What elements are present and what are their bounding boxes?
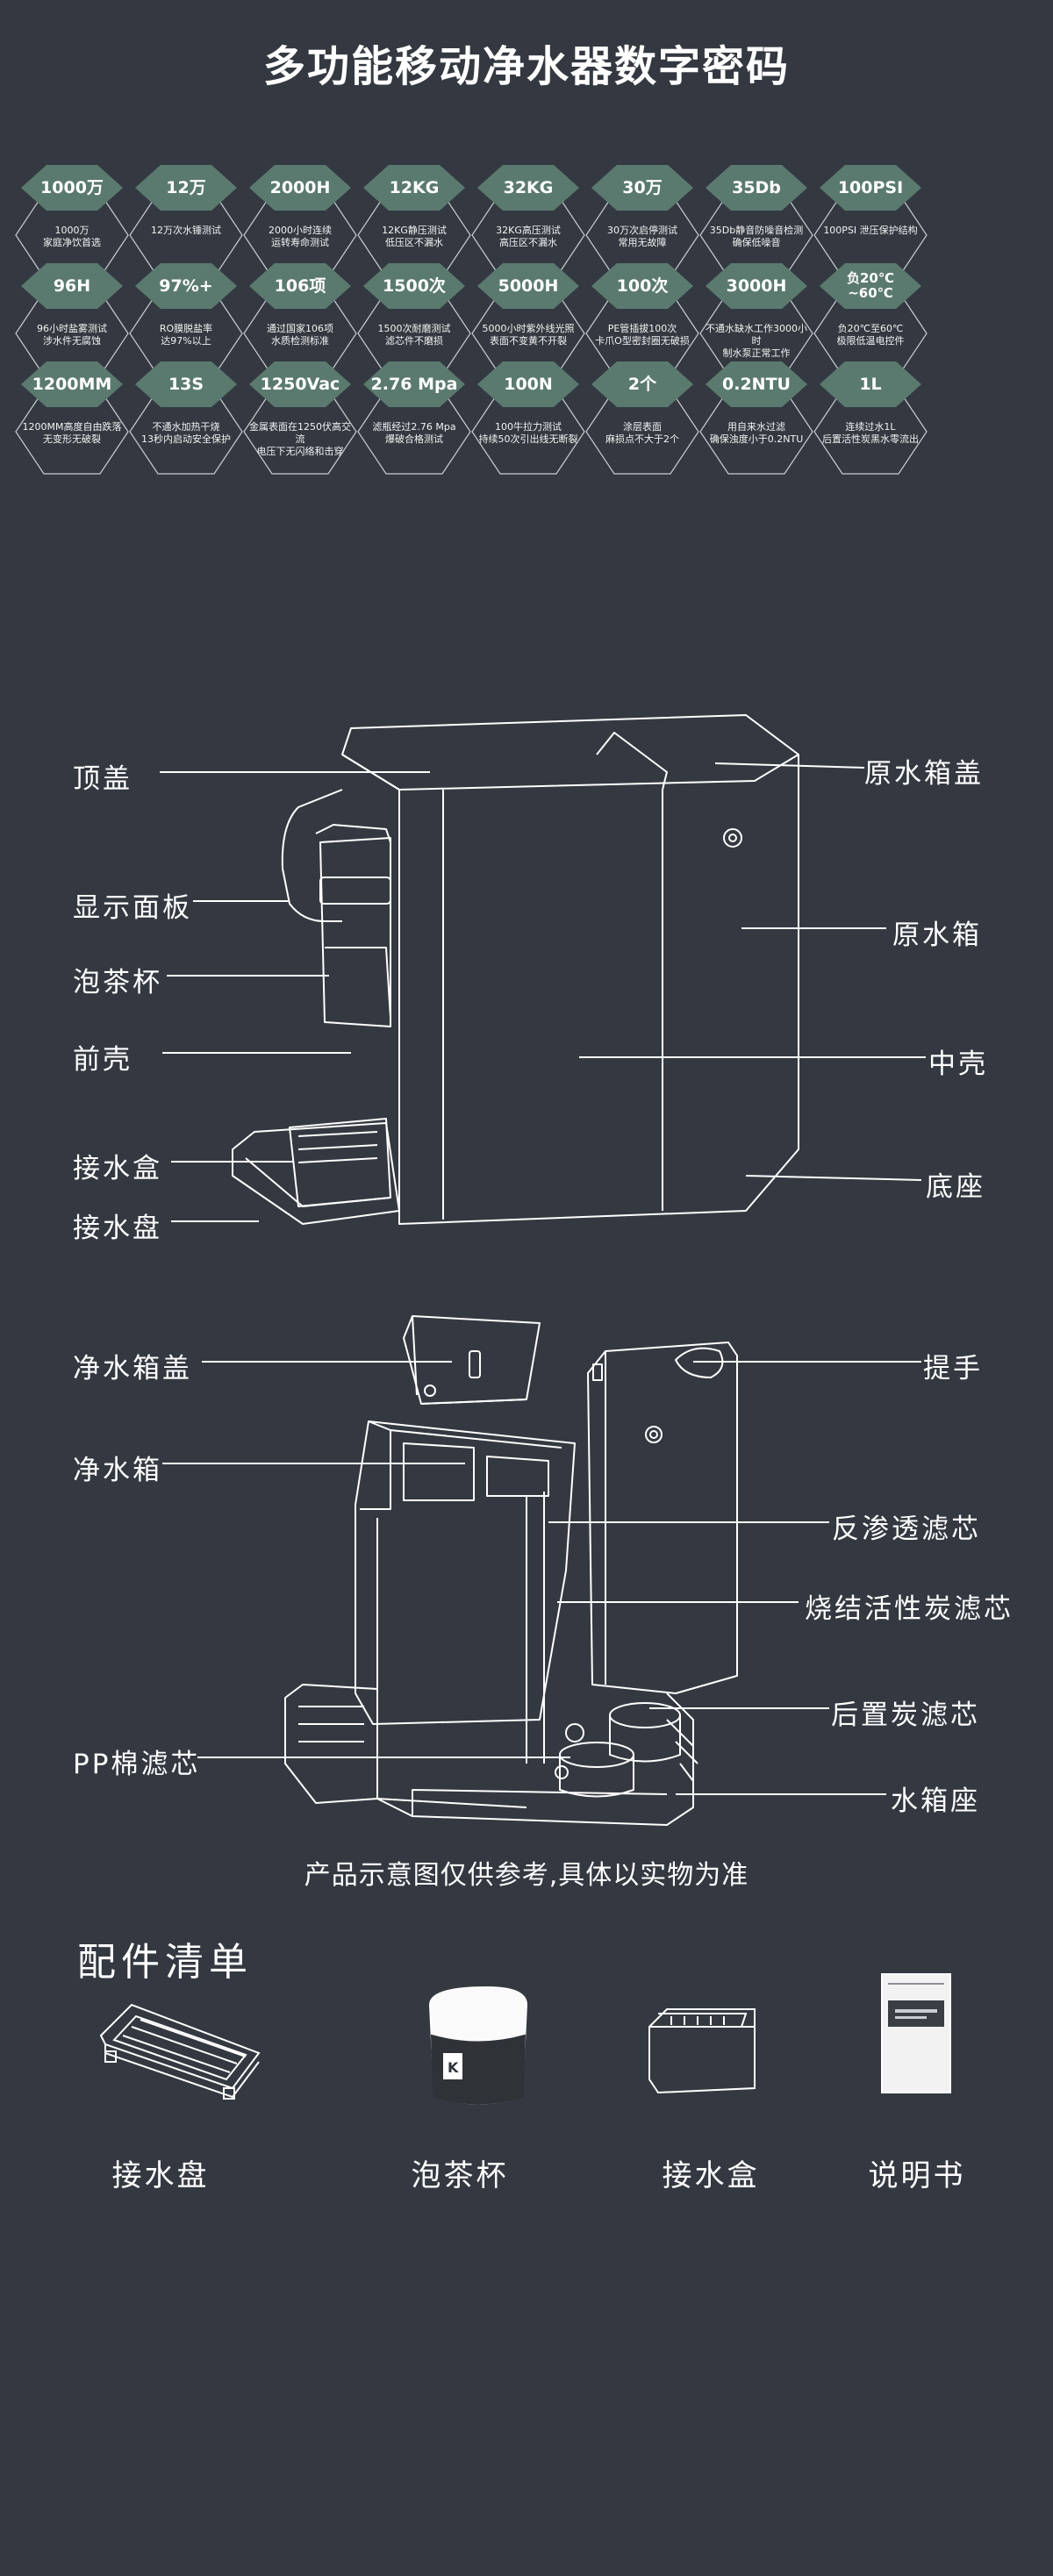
spec-description: 用自来水过滤确保浊度小于0.2NTU <box>709 421 804 445</box>
spec-description: 不通水缺水工作3000小时制水泵正常工作 <box>706 323 807 359</box>
label-drip-box: 接水盒 <box>73 1153 162 1184</box>
label-display-panel: 显示面板 <box>73 892 192 924</box>
accessory-label-tea-cup: 泡茶杯 <box>411 2158 509 2193</box>
spec-description: 1200MM高度自由跌落无变形无破裂 <box>22 421 122 445</box>
label-handle: 提手 <box>923 1353 983 1385</box>
label-pure-tank: 净水箱 <box>73 1455 162 1486</box>
spec-description: PE管插拔100次卡爪O型密封圈无破损 <box>595 323 690 347</box>
label-pure-tank-cover: 净水箱盖 <box>73 1353 192 1385</box>
spec-description: 100牛拉力测试持续50次引出线无断裂 <box>478 421 578 445</box>
label-tea-cup: 泡茶杯 <box>73 967 162 998</box>
spec-description: 100PSI 泄压保护结构 <box>823 225 918 236</box>
spec-description: 1000万家庭净饮首选 <box>43 225 101 248</box>
spec-description: 96小时盐雾测试涉水件无腐蚀 <box>37 323 107 347</box>
accessory-label-drip-tray: 接水盘 <box>111 2158 210 2193</box>
spec-description: 通过国家106项水质检测标准 <box>267 323 333 347</box>
accessory-label-drip-box: 接水盒 <box>662 2158 760 2193</box>
svg-text:K: K <box>448 2059 459 2076</box>
spec-description: 2000小时连续运转寿命测试 <box>269 225 332 248</box>
spec-description: 32KG高压测试高压区不漏水 <box>496 225 561 248</box>
label-pp-filter: PP棉滤芯 <box>73 1749 201 1780</box>
exploded-purifier-drawing <box>284 1315 738 1826</box>
spec-value: 12万 <box>135 165 237 211</box>
spec-description: 金属表面在1250伏高交流电压下无闪络和击穿 <box>249 421 351 457</box>
drip-tray-drawing <box>99 2003 261 2100</box>
label-raw-tank: 原水箱 <box>892 919 982 951</box>
label-front-shell: 前壳 <box>73 1044 133 1076</box>
label-tank-seat: 水箱座 <box>891 1785 980 1817</box>
spec-description: 1500次耐磨测试滤芯件不磨损 <box>377 323 451 347</box>
label-post-carbon: 后置炭滤芯 <box>831 1699 980 1731</box>
product-diagrams <box>160 714 926 1826</box>
spec-value: 2000H <box>249 165 351 211</box>
assembled-purifier-drawing <box>232 714 799 1225</box>
spec-description: 5000小时紫外线光照表面不变黄不开裂 <box>482 323 575 347</box>
label-base: 底座 <box>926 1171 985 1203</box>
leader-lines <box>160 762 926 1795</box>
label-carbon-filter: 烧结活性炭滤芯 <box>805 1593 1014 1625</box>
spec-description: 35Db静音防噪音检测确保低噪音 <box>709 225 804 248</box>
spec-description: 涂层表面麻损点不大于2个 <box>605 421 679 445</box>
label-top-cover: 顶盖 <box>73 763 133 795</box>
accessories-title: 配件清单 <box>77 1940 253 1985</box>
page-title: 多功能移动净水器数字密码 <box>262 42 790 91</box>
spec-description: 12KG静压测试低压区不漏水 <box>382 225 447 248</box>
spec-description: RO膜脱盐率达97%以上 <box>159 323 213 347</box>
spec-value: 1000万 <box>21 165 123 211</box>
accessory-drawings: K <box>99 1973 951 2105</box>
label-ro-filter: 反渗透滤芯 <box>832 1513 981 1545</box>
spec-description: 30万次启停测试常用无故障 <box>607 225 677 248</box>
tea-cup-drawing: K <box>428 1986 528 2105</box>
label-middle-shell: 中壳 <box>928 1048 988 1080</box>
spec-value: 12KG <box>363 165 465 211</box>
label-raw-tank-cover: 原水箱盖 <box>864 758 984 790</box>
spec-grid: 1000万 1000万家庭净饮首选 12万 12万次水锤测试 2000H 2000小时连续… <box>0 0 1053 491</box>
label-drip-tray: 接水盘 <box>73 1213 162 1244</box>
accessory-label-manual: 说明书 <box>868 2158 966 2193</box>
disclaimer-note: 产品示意图仅供参考,具体以实物为准 <box>304 1860 749 1891</box>
spec-description: 12万次水锤测试 <box>151 225 221 236</box>
drip-box-drawing <box>648 2008 756 2094</box>
manual-drawing <box>881 1973 951 2093</box>
